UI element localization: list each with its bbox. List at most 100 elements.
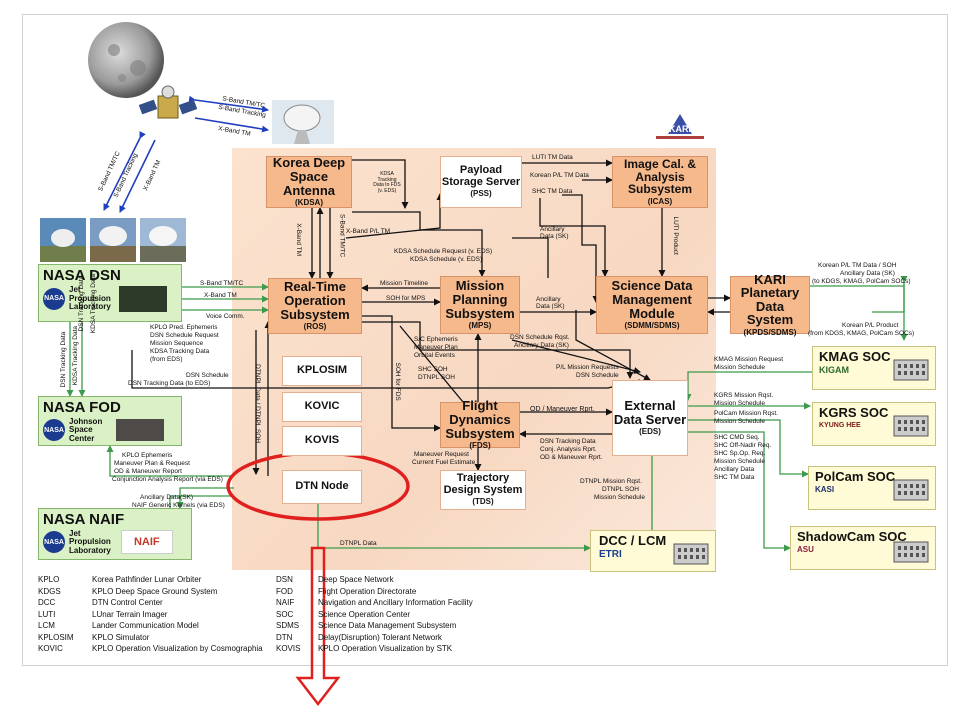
pss-title: Payload Storage Server [441,164,521,188]
sband-diag-link-2 [119,139,156,213]
kpds-title: KARI Planetary Data System [740,271,800,328]
mission-schedule-3-label: Mission Schedule [714,400,765,407]
mps-node: Mission Planning Subsystem (MPS) [440,276,520,334]
nasa-fod-title: NASA FOD [43,399,121,416]
nasa-naif-sub3: Laboratory [69,545,111,555]
legend-desc: Flight Operation Directorate [318,586,417,596]
icas-title: Image Cal. & Analysis Subsystem [623,156,697,197]
kmag-mission-request-label: KMAG Mission Request [714,356,783,363]
khu-logo: KYUNG HEE [819,421,861,429]
legend-abbr: SDMS [276,621,300,630]
xband-tm-dsn-label: X-Band TM [204,292,237,299]
kgrs-soc-title: KGRS SOC [819,405,889,420]
asu-logo: ASU [797,544,814,554]
building-icon [893,479,929,501]
mission-schedule-4-label: Mission Schedule [714,418,765,425]
korean-pl-product-label: Korean P/L Product [842,322,899,329]
kovis-title: KOVIS [304,434,340,447]
mps-abbr: (MPS) [468,321,492,331]
kdsa-tracking-edge [352,159,409,209]
legend-desc: Science Operation Center [318,609,411,619]
sband-tmtc-link [188,95,269,113]
luti-product-label: LUTI Product [671,216,679,255]
dsn-tracking-vert-2-label: DSN Tracking Data [78,275,86,332]
eds-fod-edge [106,445,234,477]
kmag-soc-title: KMAG SOC [819,349,891,364]
legend-abbr: NAIF [276,598,295,607]
dsn-schedule-2-label: DSN Schedule [576,372,619,379]
eds-node: External Data Server (EDS) [612,380,688,456]
fod-control-room-photo [116,419,165,442]
kdsa-tracking-data-label: KDSA Tracking Data [150,348,210,355]
pss-sdms-edge [539,198,609,277]
from-kdgs-label: (from KDGS, KMAG, PolCam SOCs) [808,330,915,337]
legend-desc: Navigation and Ancillary Information Fac… [318,598,473,607]
dsn-control-room-photo [118,285,167,312]
legend-desc: KPLO Operation Visualization by Cosmogra… [92,644,263,653]
dtnpl-data-label: DTNPL Data [340,540,377,547]
building-icon [673,543,709,565]
kovic-node: KOVIC [282,392,362,422]
legend-abbr: KDGS [38,586,61,596]
legend-abbr: KOVIC [38,644,63,653]
nasa-naif-title: NASA NAIF [43,511,125,528]
nasa-fod-sub2: Space [69,425,93,435]
dsn-schedule-rqst-label: DSN Schedule Rqst. [510,334,570,341]
pl-mission-requests-label: P/L Mission Requests [556,364,619,371]
sband-tmtc-vert-label: S-Band TM/TC [338,214,346,258]
mission-sequence-label: Mission Sequence [150,340,204,347]
dtnpl-soh-2-label: DTNPL SOH [602,486,639,493]
dsn-tracking-data-label: DSN Tracking Data [540,438,596,445]
legend-abbr: KPLOSIM [38,632,74,642]
naif-generic-kernels-label: NAIF Generic Kernels (via EDS) [132,502,225,509]
xband-pl-tm-label: X-Band P/L TM [346,228,391,235]
legend-abbr: KOVIS [276,644,301,653]
shadowcam-soc-title: ShadowCam SOC [797,529,907,544]
ancillary-sk-label-2: Ancillary Data (SK) [536,296,565,311]
building-icon [893,415,929,437]
od-maneuver-report-label: OD & Maneuver Report [114,468,182,475]
nasa-dsn-node: NASA DSN NASA Jet Propulsion Laboratory [38,264,182,322]
pss-abbr: (PSS) [470,189,492,199]
kari-logo-text: KARI [669,124,691,134]
kdsa-tracking-data-vert-label: KDSA Tracking Data [71,326,79,386]
sdms-abbr: (SDMM/SDMS) [624,321,680,331]
maneuver-request-label: Maneuver Request [414,451,469,458]
ancillary-sk-label-5: Ancillary Data (SK) [840,270,895,277]
icas-abbr: (ICAS) [647,196,673,206]
nasa-fod-sub1: Johnson [69,416,103,426]
legend-abbr: LCM [38,621,55,630]
nasa-naif-node: NASA NAIF NASA Jet Propulsion Laboratory… [38,508,192,560]
sdms-node: Science Data Management Module (SDMM/SDM… [596,276,708,334]
kovic-title: KOVIC [304,400,340,413]
ros-node: Real-Time Operation Subsystem (ROS) [268,278,362,334]
pss-node: Payload Storage Server (PSS) [440,156,522,208]
legend-abbr: FOD [276,586,293,596]
voice-comm-label: Voice Comm. [206,313,245,320]
tds-title: Trajectory Design System [443,472,523,496]
conj-analysis-rprt-label: Conj. Analysis Rprt. [540,446,597,453]
korean-pl-tm-soh-label: Korean P/L TM Data / SOH [818,262,897,269]
dcc-title: DCC / LCM [599,533,667,548]
building-icon [893,541,929,563]
building-icon [893,359,929,381]
legend-desc: DTN Control Center [92,598,163,607]
kmag-eds-edge [684,371,812,401]
maneuver-plan-label: Maneuver Plan [414,344,458,351]
ros-fds-edge [362,315,441,432]
kplo-ephemeris-label: KPLO Ephemeris [122,452,173,459]
spacecraft-links [103,95,269,213]
nasa-dsn-sub1: Jet [69,285,81,295]
ancillary-sk-label-1: Ancillary Data (SK) [540,226,569,241]
current-fuel-estimate-label: Current Fuel Estimate [412,459,476,466]
polcam-mission-rqst-label: PolCam Mission Rqst. [714,410,778,417]
naif-eds-edge [169,495,234,508]
soh-mps-label: SOH for MPS [386,295,426,302]
eds-title: External Data Server [613,398,687,427]
deep-space-antenna-image [272,100,334,144]
nasa-dsn-title: NASA DSN [43,267,121,284]
